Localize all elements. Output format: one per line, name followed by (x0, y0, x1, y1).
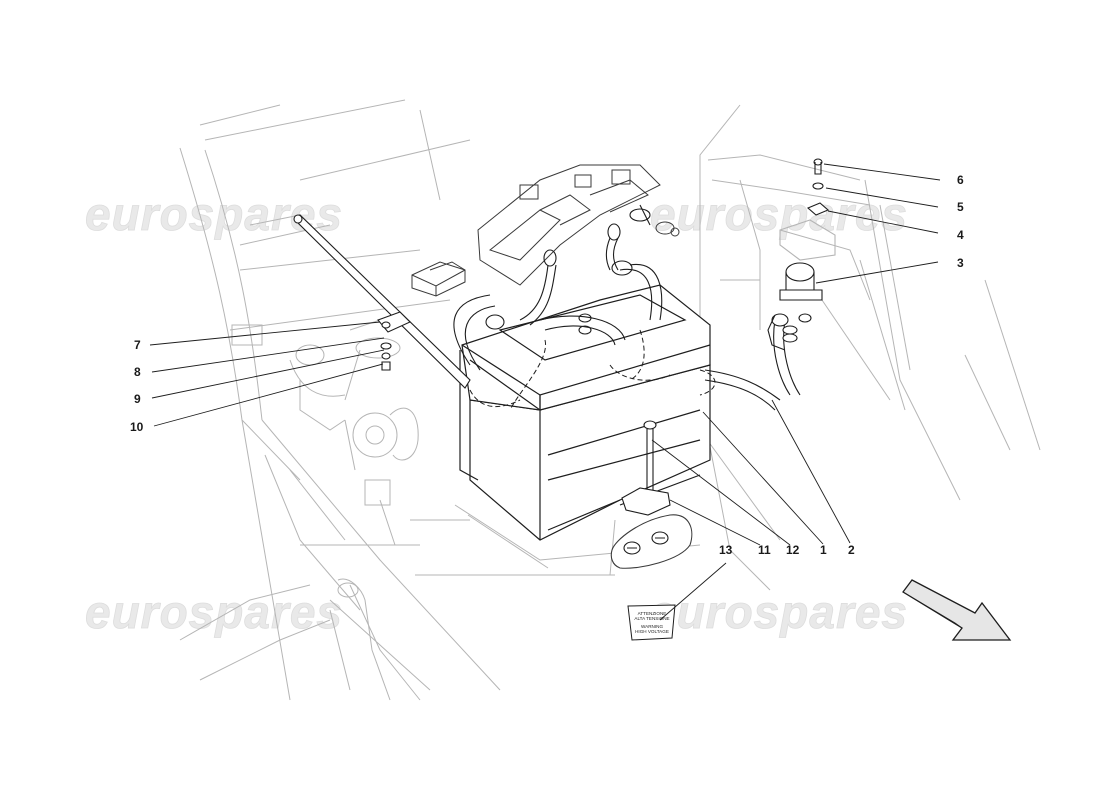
callout-2: 2 (848, 543, 855, 557)
chassis-structure (179, 99, 1041, 701)
battery-switch-assembly (767, 158, 836, 351)
battery (459, 284, 711, 541)
fuse-box (477, 164, 680, 286)
callout-7: 7 (134, 338, 141, 352)
leader-8 (151, 337, 385, 373)
watermark-top-right: eurospares (650, 188, 908, 240)
leader-3 (815, 261, 939, 284)
leader-2 (771, 399, 851, 544)
callout-13: 13 (719, 543, 733, 557)
warning-label-sign: ATTENZIONE ALTA TENSIONE WARNING HIGH VO… (627, 604, 676, 641)
leader-lines (149, 163, 941, 621)
support-rod (293, 214, 471, 389)
callout-6: 6 (957, 173, 964, 187)
leader-11 (669, 499, 761, 546)
warning-sign-line-2: ALTA TENSIONE (634, 616, 669, 621)
callout-12: 12 (786, 543, 800, 557)
leader-4 (827, 210, 939, 234)
leader-1 (702, 411, 824, 545)
watermark-bottom-right: eurospares (650, 586, 908, 638)
watermark-group: eurospares eurospares eurospares eurospa… (85, 188, 908, 639)
watermark-top-left: eurospares (85, 188, 343, 240)
callout-3: 3 (957, 256, 964, 270)
leader-9 (151, 349, 385, 399)
leader-7 (149, 321, 381, 346)
leader-6 (823, 163, 941, 181)
battery-cables-hidden (469, 329, 716, 411)
warning-sign-line-4: HIGH VOLTAGE (635, 629, 669, 634)
leader-5 (825, 187, 939, 208)
callout-10: 10 (130, 420, 144, 434)
callout-4: 4 (957, 228, 964, 242)
direction-arrow-icon (902, 579, 1012, 641)
leader-13 (659, 562, 727, 621)
callout-9: 9 (134, 392, 141, 406)
warning-sign-line-3: WARNING (641, 624, 663, 629)
leader-12 (651, 439, 791, 546)
callout-5: 5 (957, 200, 964, 214)
warning-sign-line-1: ATTENZIONE (638, 611, 667, 616)
watermark-bottom-left: eurospares (85, 586, 343, 638)
relay-box (411, 261, 466, 297)
leader-10 (153, 363, 384, 427)
callout-8: 8 (134, 365, 141, 379)
callout-1: 1 (820, 543, 827, 557)
callout-11: 11 (758, 543, 771, 557)
left-components (231, 324, 419, 701)
battery-cables (453, 204, 801, 411)
hold-down-clamp (610, 420, 693, 569)
